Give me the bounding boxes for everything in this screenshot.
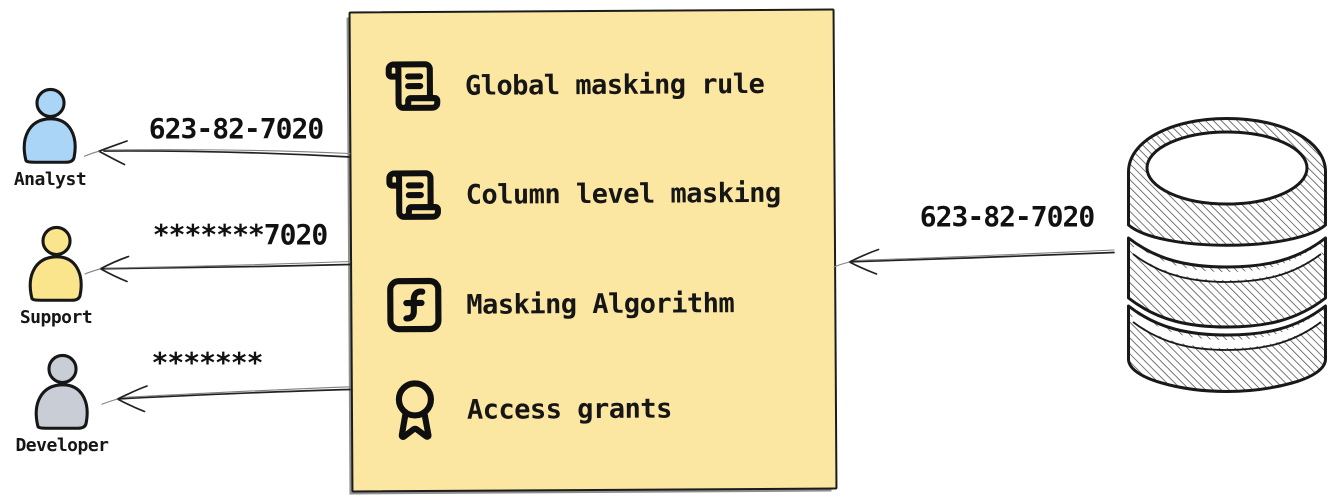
person-head [41, 225, 72, 257]
rule-item-global-masking: Global masking rule [381, 45, 765, 125]
scroll-text-icon [381, 166, 445, 224]
rule-label: Global masking rule [464, 68, 765, 102]
masking-rules-box: Global masking rule Column level masking [348, 8, 838, 493]
flow-value-analyst: 623-82-7020 [148, 112, 324, 145]
flow-value-support: *******7020 [152, 218, 328, 251]
actor-label: Support [19, 307, 93, 328]
db-bottom-band [1127, 304, 1327, 393]
actor-label: Developer [15, 435, 109, 456]
award-icon [383, 373, 447, 447]
actor-developer: Developer [14, 351, 110, 456]
person-body [34, 383, 89, 430]
rule-item-masking-algorithm: Masking Algorithm [382, 264, 734, 344]
arrow-to-support [84, 255, 351, 283]
person-body [22, 117, 77, 164]
scroll-text-icon [381, 57, 445, 115]
rule-label: Masking Algorithm [466, 287, 735, 321]
rule-label: Column level masking [465, 177, 781, 211]
function-square-icon [382, 269, 446, 341]
actor-label: Analyst [13, 169, 87, 190]
arrow-to-developer [101, 385, 351, 413]
actor-analyst: Analyst [2, 85, 98, 190]
person-body [28, 255, 83, 302]
person-icon [22, 87, 77, 164]
person-head [47, 353, 78, 385]
rule-label: Access grants [466, 393, 672, 426]
person-icon [34, 353, 89, 430]
person-icon [28, 225, 83, 302]
rule-item-column-masking: Column level masking [381, 154, 781, 234]
person-head [35, 87, 66, 119]
flow-value-developer: ******* [151, 346, 263, 379]
actor-support: Support [8, 223, 104, 328]
db-top-opening [1145, 130, 1309, 206]
rule-item-access-grants: Access grants [383, 370, 672, 450]
arrow-from-database [833, 248, 1115, 275]
flow-value-database: 623-82-7020 [919, 200, 1095, 233]
database-icon [1127, 117, 1327, 393]
